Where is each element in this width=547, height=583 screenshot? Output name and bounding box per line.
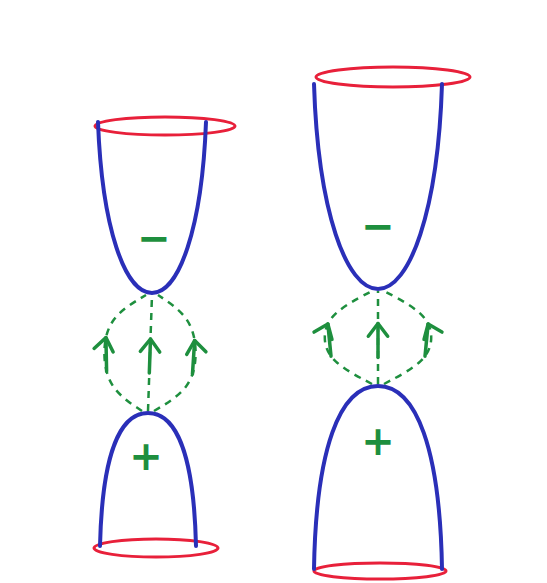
cone-outline bbox=[98, 122, 206, 293]
arrow-head bbox=[187, 340, 206, 354]
electrode-cone: − bbox=[308, 80, 448, 292]
cone-outline bbox=[314, 84, 442, 289]
arrow-head bbox=[94, 338, 113, 352]
arrow-head bbox=[140, 339, 159, 352]
field-line-group bbox=[314, 291, 372, 384]
electrode-cone: + bbox=[94, 410, 202, 550]
arrow-head bbox=[368, 324, 387, 337]
rim-ellipse bbox=[314, 563, 446, 579]
cone-outline bbox=[308, 383, 448, 573]
field-line-group bbox=[368, 291, 387, 384]
electrode-cone: − bbox=[92, 118, 212, 296]
cone-outline bbox=[92, 118, 212, 296]
charge-sign: + bbox=[129, 436, 163, 476]
electrode-cone: + bbox=[308, 383, 448, 573]
cone-outline bbox=[314, 386, 442, 569]
arrow-head bbox=[424, 324, 442, 339]
rim-ellipse bbox=[316, 67, 470, 87]
field-line-group bbox=[154, 295, 206, 411]
cone-outline bbox=[100, 413, 196, 546]
arrow-shaft bbox=[376, 324, 380, 358]
rim-ellipse bbox=[94, 539, 218, 557]
cone-outline bbox=[308, 80, 448, 292]
field-line-group bbox=[384, 291, 442, 384]
cone-outline bbox=[94, 410, 202, 550]
field-line-group bbox=[140, 295, 159, 411]
charge-sign: + bbox=[361, 421, 395, 461]
charge-sign: − bbox=[137, 218, 171, 258]
arrow-head bbox=[314, 324, 332, 339]
rim-ellipse bbox=[95, 117, 235, 135]
field-line-group bbox=[94, 295, 146, 411]
charge-sign: − bbox=[361, 206, 395, 246]
field-line bbox=[377, 291, 380, 384]
field-line bbox=[148, 295, 152, 411]
arrow-shaft bbox=[149, 339, 150, 373]
